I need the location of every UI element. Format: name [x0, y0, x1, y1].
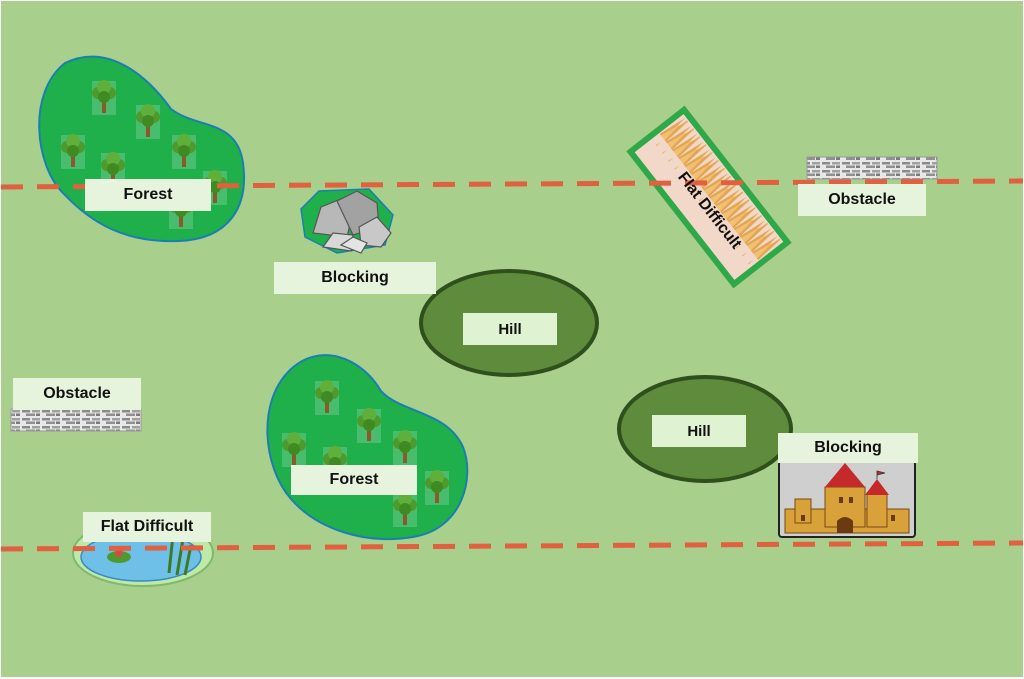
hill-center-label: Hill [463, 313, 557, 345]
flat-difficult-pond-label: Flat Difficult [83, 512, 211, 542]
forest-center-label: Forest [291, 465, 417, 495]
rocks-blocking[interactable] [300, 188, 394, 254]
forest-top-left[interactable] [38, 55, 245, 243]
boundary-line-bottom [1, 540, 1023, 552]
blocking-castle-label: Blocking [778, 433, 918, 463]
obstacle-left-label: Obstacle [13, 378, 141, 410]
grass-patch-flat-difficult[interactable] [626, 105, 792, 289]
hill-right-label: Hill [652, 415, 746, 447]
stone-wall-top-right[interactable] [806, 156, 938, 180]
castle-blocking[interactable] [778, 460, 916, 538]
obstacle-top-right-label: Obstacle [798, 184, 926, 216]
stone-wall-left[interactable] [10, 408, 142, 432]
blocking-rocks-label: Blocking [274, 262, 436, 294]
forest-top-left-label: Forest [85, 179, 211, 211]
boundary-line-top [1, 178, 1023, 190]
forest-center[interactable] [266, 354, 469, 541]
